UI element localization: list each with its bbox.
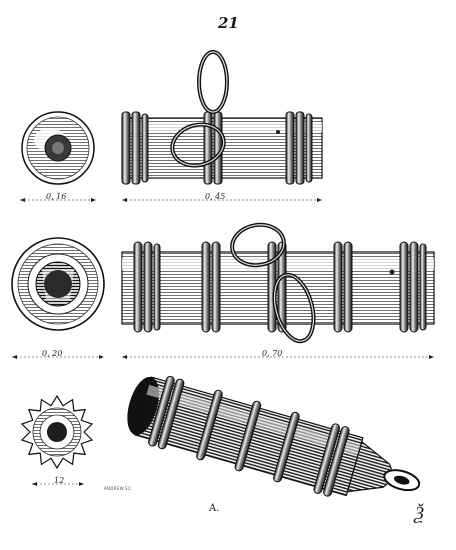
star-end-diameter-label: 12 [54, 476, 65, 485]
small-end-dimension-line [20, 198, 96, 202]
small-cylinder-side-view [121, 50, 323, 185]
small-end-view [21, 111, 95, 185]
signature-mark: Ѯ [415, 503, 424, 524]
page-number: 21 [218, 14, 239, 32]
figure-label: A. [209, 503, 220, 514]
engraver-credit: ANDREW.SC. [104, 486, 133, 491]
small-length-dimension-line [122, 198, 322, 202]
large-cylinder-side-view [121, 222, 435, 344]
star-end-view [20, 394, 94, 470]
large-end-view [11, 237, 105, 331]
large-length-label: 0, 70 [262, 349, 283, 358]
star-end-dimension-line [32, 482, 84, 486]
large-end-diameter-label: 0, 20 [42, 349, 63, 358]
small-length-label: 0, 45 [205, 192, 226, 201]
large-end-dimension-line [12, 355, 104, 359]
assembled-piece-perspective [127, 375, 421, 497]
small-end-diameter-label: 0, 16 [46, 192, 67, 201]
large-length-dimension-line [122, 355, 434, 359]
